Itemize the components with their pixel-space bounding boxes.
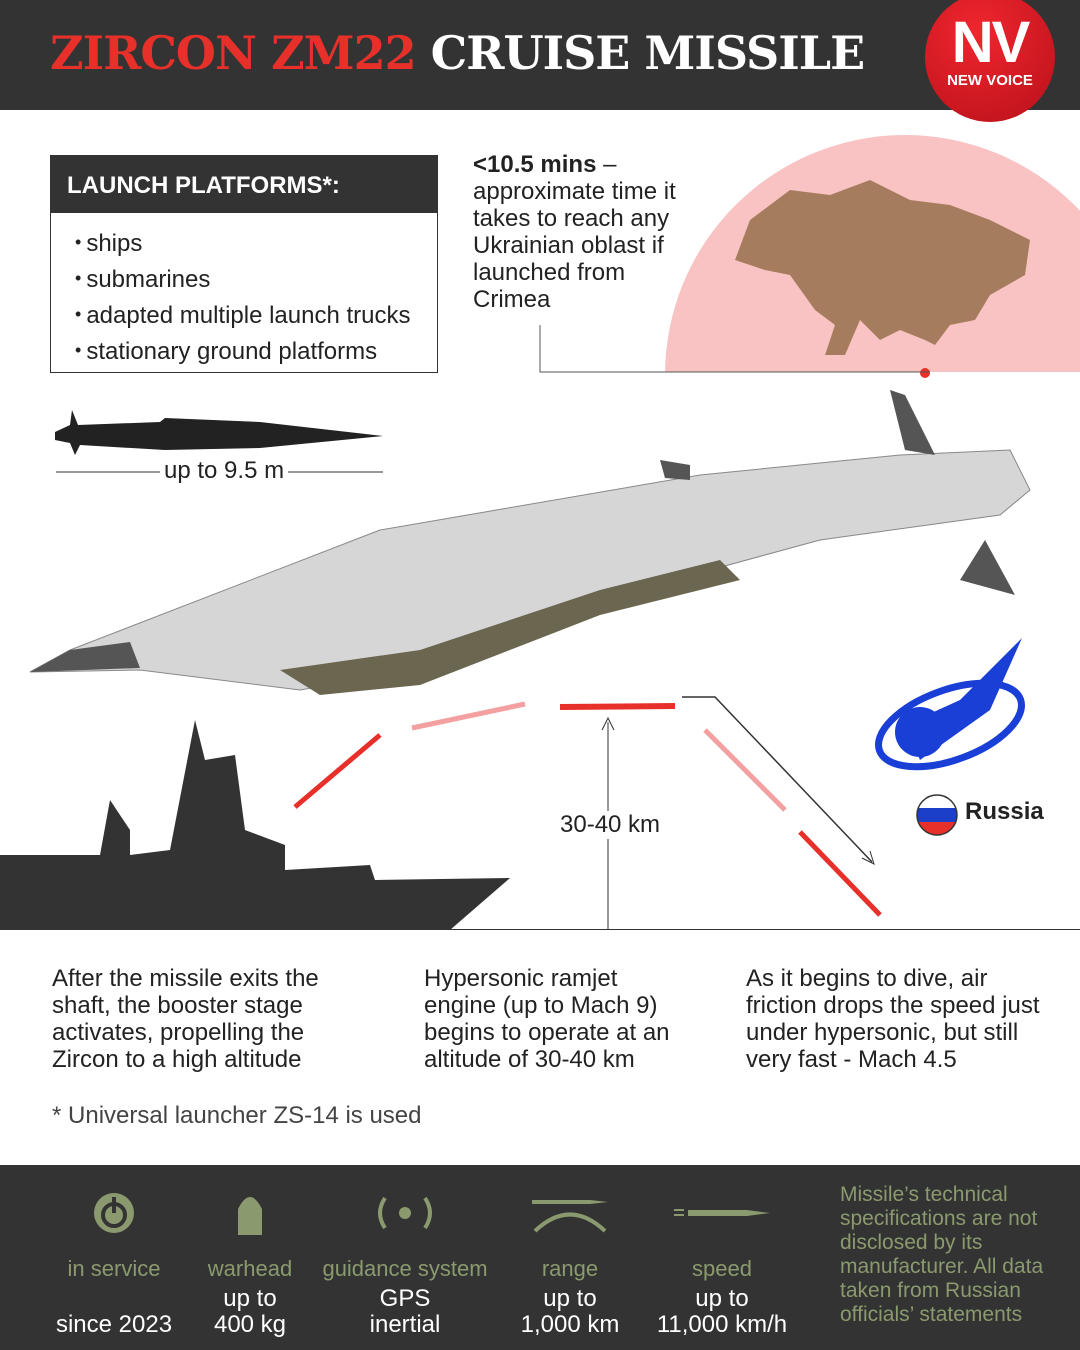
- platform-item: submarines: [75, 261, 437, 297]
- header-bar: [0, 0, 1080, 110]
- trajectory-missile-4: [703, 728, 787, 812]
- roscosmos-logo: [875, 638, 1025, 771]
- altitude-label: 30-40 km: [558, 811, 663, 839]
- spec-value: up to: [543, 1285, 597, 1312]
- small-missile-silhouette: [55, 410, 383, 455]
- specs-footer: [0, 1165, 1080, 1350]
- length-label: up to 9.5 m: [160, 457, 289, 485]
- time-value: <10.5 mins: [473, 151, 597, 178]
- illustration: [0, 135, 1080, 930]
- spec-value: GPS: [379, 1285, 431, 1312]
- signal-icon: [378, 1196, 432, 1229]
- dive-arrow: [682, 696, 873, 863]
- crimea-marker: [920, 368, 930, 378]
- russia-flag-icon: [916, 794, 958, 836]
- country-label: Russia: [965, 798, 1044, 825]
- range-icon: [532, 1199, 608, 1232]
- disclaimer: Missile’s technical specifications are n…: [840, 1183, 1044, 1326]
- spec-range: range up to 1,000 km: [485, 1180, 655, 1338]
- title-red: ZIRCON ZM22: [50, 26, 417, 80]
- spec-guidance: guidance system GPS inertial: [320, 1180, 490, 1338]
- callout-line: [539, 325, 930, 373]
- platform-item: adapted multiple launch trucks: [75, 297, 437, 333]
- spec-in-service: in service since 2023: [29, 1180, 199, 1338]
- logo-sub: NEW VOICE: [947, 72, 1033, 89]
- logo-main: NV: [951, 10, 1031, 75]
- trajectory-missile-1: [293, 733, 382, 809]
- platform-item: stationary ground platforms: [75, 333, 437, 369]
- spec-value: inertial: [369, 1311, 441, 1338]
- footnote: * Universal launcher ZS-14 is used: [52, 1102, 422, 1129]
- stage-3-text: As it begins to dive, air friction drops…: [746, 965, 1040, 1073]
- spec-label: range: [541, 1256, 599, 1281]
- warhead-icon: [238, 1196, 262, 1235]
- spec-value: up to: [695, 1285, 749, 1312]
- spec-value: up to: [223, 1285, 277, 1312]
- ship-silhouette: [0, 720, 510, 930]
- spec-value: 11,000 km/h: [656, 1311, 788, 1338]
- spec-value: 400 kg: [213, 1311, 287, 1338]
- stage-1-text: After the missile exits the shaft, the b…: [52, 965, 319, 1073]
- spec-label: guidance system: [322, 1256, 488, 1281]
- platform-item: ships: [75, 225, 437, 261]
- stage-2-text: Hypersonic ramjet engine (up to Mach 9) …: [424, 965, 670, 1073]
- time-description: approximate time it takes to reach any U…: [473, 178, 676, 313]
- time-note: <10.5 mins – approximate time it takes t…: [473, 151, 676, 313]
- ukraine-map: [735, 180, 1030, 355]
- title-white: CRUISE MISSILE: [430, 26, 866, 80]
- trajectory-missile-3: [559, 703, 676, 710]
- trajectory-missile-5: [798, 830, 882, 917]
- launch-platforms-box: LAUNCH PLATFORMS*: ships submarines adap…: [50, 155, 438, 373]
- spec-value: since 2023: [55, 1311, 173, 1338]
- launch-platforms-title: LAUNCH PLATFORMS*:: [51, 156, 437, 213]
- spec-label: warhead: [207, 1256, 293, 1281]
- spec-label: speed: [692, 1256, 752, 1281]
- spec-value: 1,000 km: [520, 1311, 620, 1338]
- speed-icon: [674, 1208, 770, 1216]
- big-missile: [29, 449, 1031, 691]
- spec-warhead: warhead up to 400 kg: [165, 1180, 335, 1338]
- spec-label: in service: [67, 1256, 161, 1281]
- page-title: ZIRCON ZM22 CRUISE MISSILE: [50, 26, 866, 80]
- trajectory-missile-2: [411, 701, 526, 731]
- spec-speed: speed up to 11,000 km/h: [637, 1180, 807, 1338]
- power-icon: [94, 1192, 134, 1233]
